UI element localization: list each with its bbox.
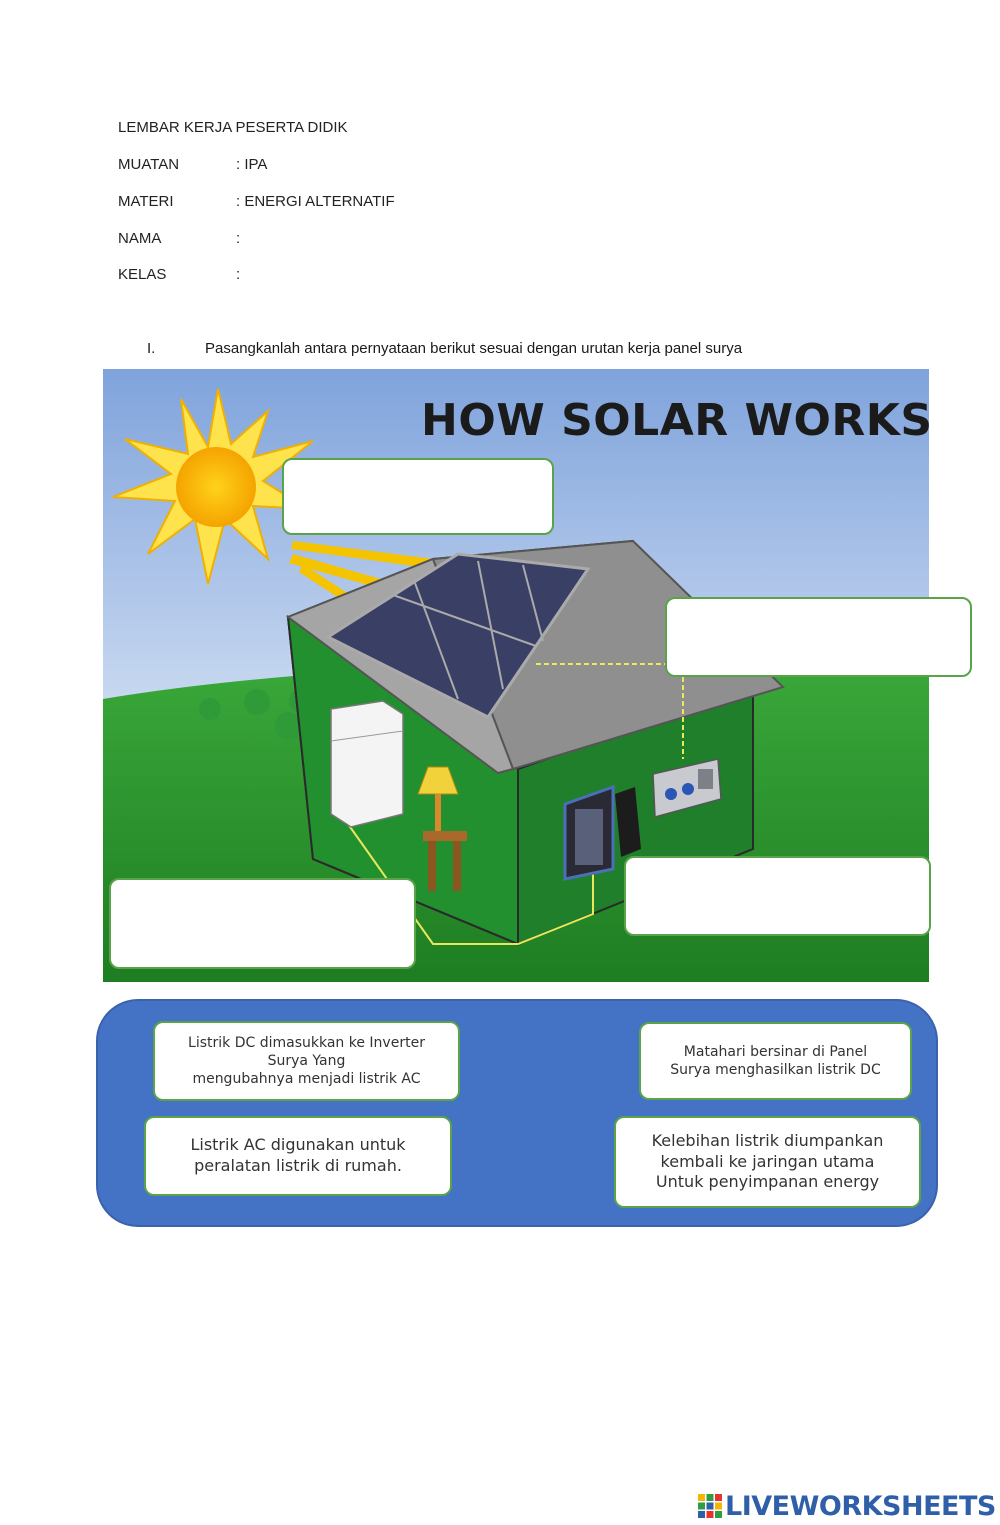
drop-box-inverter[interactable] xyxy=(624,856,931,936)
header-label: NAMA xyxy=(118,230,162,247)
header-value: : xyxy=(236,230,241,247)
drop-box-sun[interactable] xyxy=(282,458,554,535)
answer-card-appliances[interactable]: Listrik AC digunakan untuk peralatan lis… xyxy=(144,1116,452,1196)
liveworksheets-logo-icon xyxy=(698,1494,722,1518)
instruction-number: I. xyxy=(147,340,156,357)
drop-box-roof[interactable] xyxy=(665,597,972,677)
answer-card-sun[interactable]: Matahari bersinar di Panel Surya menghas… xyxy=(639,1022,912,1100)
header-value: : xyxy=(236,266,241,283)
header-value: : ENERGI ALTERNATIF xyxy=(236,193,395,210)
brand-name: LIVEWORKSHEETS xyxy=(725,1490,996,1522)
illustration-title: HOW SOLAR WORKS xyxy=(421,395,929,446)
liveworksheets-logo: LIVEWORKSHEETS xyxy=(698,1488,996,1524)
sun-icon xyxy=(112,388,314,585)
answer-card-inverter[interactable]: Listrik DC dimasukkan ke Inverter Surya … xyxy=(153,1021,460,1101)
header-label: MATERI xyxy=(118,193,174,210)
header-label: KELAS xyxy=(118,266,167,283)
solar-panel-icon xyxy=(324,552,591,719)
answer-card-grid[interactable]: Kelebihan listrik diumpankan kembali ke … xyxy=(614,1116,921,1208)
header-label: MUATAN xyxy=(118,156,180,173)
lamp-icon xyxy=(417,766,467,891)
meter-box-icon xyxy=(652,758,722,818)
drop-box-appliances[interactable] xyxy=(109,878,416,969)
instruction-text: Pasangkanlah antara pernyataan berikut s… xyxy=(205,340,743,357)
refrigerator-icon xyxy=(330,700,404,828)
inverter-icon xyxy=(563,784,641,881)
header-value: : IPA xyxy=(236,156,268,173)
